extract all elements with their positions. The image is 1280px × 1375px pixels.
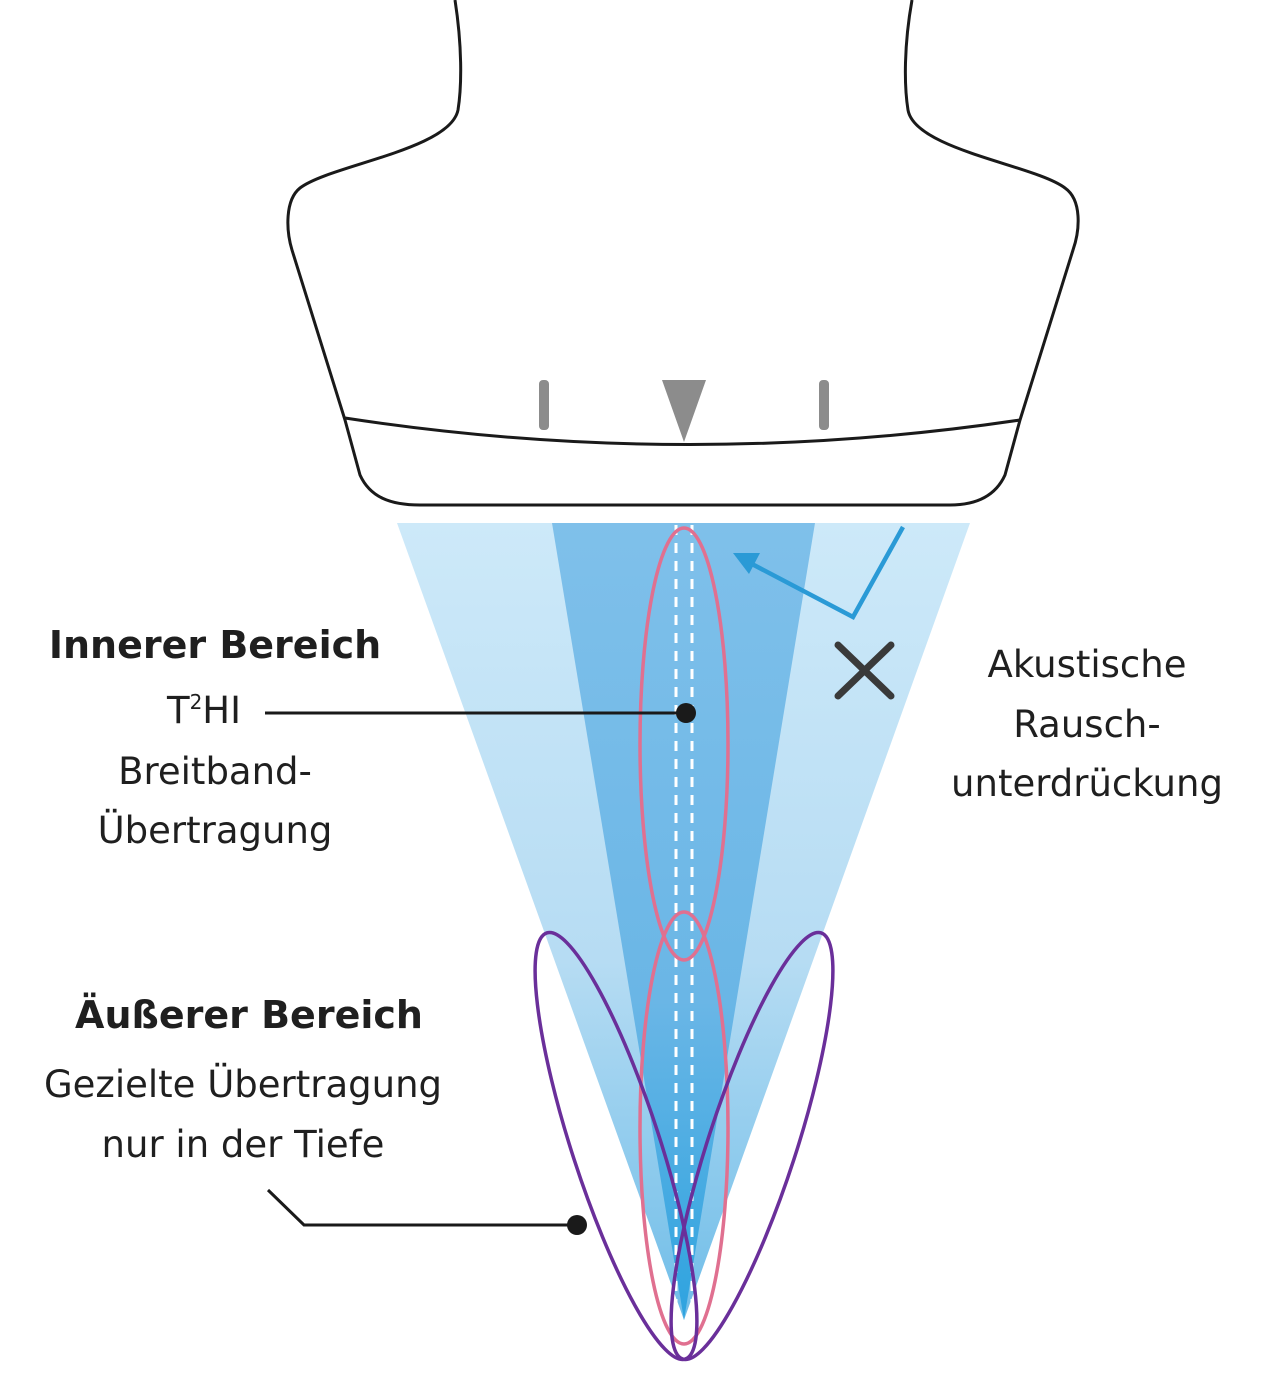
noise-arrowhead-icon [733,553,760,574]
noise-suppression-line3: unterdrückung [951,762,1223,805]
transducer-lens-line [344,416,1021,447]
left-marker-icon [539,380,549,430]
center-arrow-icon [662,380,706,442]
outer-right-lobe [669,930,835,1362]
noise-reflection-path [750,525,905,621]
outer-zone-leader-line [266,1188,577,1227]
inner-upper-lobe [638,526,730,962]
outer-zone-line2: nur in der Tiefe [101,1123,385,1166]
outer-zone-line1: Gezielte Übertragung [43,1063,443,1106]
t2hi-superscript: 2 [189,690,203,714]
transducer-probe-outline [286,0,1080,507]
t2hi-leader-dot [676,703,696,723]
inner-zone-line2: Übertragung [97,809,333,852]
noise-suppression-line2: Rausch- [1013,703,1161,746]
suppression-cross-icon [834,641,895,700]
t2hi-label: T2HI [167,692,241,729]
inner-lower-lobe [638,910,730,1346]
inner-beam-fan [552,523,815,1320]
outer-zone-leader-dot [567,1215,587,1235]
inner-zone-title: Innerer Bereich [48,623,382,667]
noise-suppression-line1: Akustische [987,643,1187,686]
inner-zone-line1: Breitband- [118,750,312,793]
t2hi-rest: HI [202,689,242,732]
outer-zone-title: Äußerer Bereich [75,993,423,1037]
right-marker-icon [819,380,829,430]
t2hi-base: T [166,689,190,732]
